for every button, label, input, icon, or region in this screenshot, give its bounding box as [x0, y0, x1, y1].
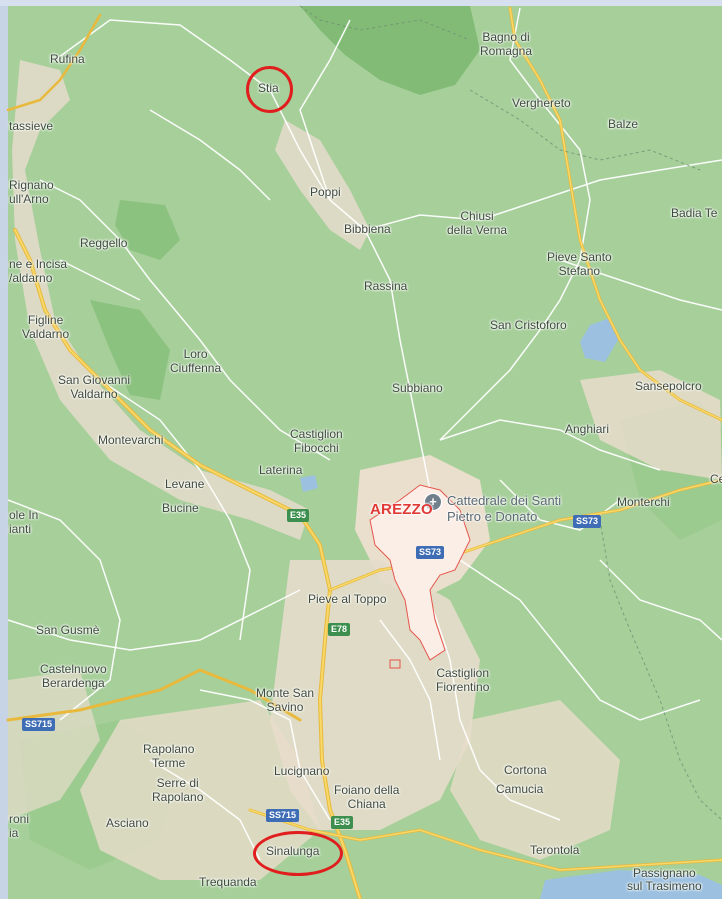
road-shield-ss73-east: SS73 — [573, 515, 602, 528]
label-balze: Balze — [608, 117, 639, 131]
arezzo-block — [389, 659, 401, 669]
label-lucignano: Lucignano — [274, 764, 330, 778]
small-lake — [300, 475, 318, 492]
boundaries — [299, 5, 722, 821]
road-shield-e78: E78 — [328, 623, 351, 636]
forest-pratomagno — [115, 200, 180, 260]
label-castiglion-fibocchi: Castiglion Fibocchi — [290, 427, 343, 455]
label-anghiari: Anghiari — [565, 422, 610, 436]
road-shield-ss715-west: SS715 — [22, 718, 56, 731]
label-incisa: ne e Incisa /aldarno — [9, 257, 68, 285]
label-bucine: Bucine — [162, 501, 199, 515]
label-pieve-al-toppo: Pieve al Toppo — [308, 592, 387, 606]
label-san-cristoforo: San Cristoforo — [490, 318, 567, 332]
label-loro-ciuffenna: Loro Ciuffenna — [170, 347, 222, 375]
road-shield-e35-north: E35 — [287, 509, 310, 522]
label-poppi: Poppi — [310, 185, 341, 199]
label-verghereto: Verghereto — [512, 96, 571, 110]
label-rufina: Rufina — [50, 52, 85, 66]
label-trequanda: Trequanda — [199, 875, 257, 889]
label-montevarchi: Montevarchi — [98, 433, 164, 447]
road-shield-e35-south: E35 — [331, 816, 354, 829]
label-sansepolcro: Sansepolcro — [635, 379, 702, 393]
label-reggello: Reggello — [80, 236, 128, 250]
label-cortona: Cortona — [504, 763, 547, 777]
sansepolcro-urban — [580, 370, 722, 480]
highlight-circle-sinalunga — [253, 831, 343, 876]
casentino-urban — [275, 120, 370, 250]
lake-montedoglio — [580, 318, 618, 362]
label-san-giovanni-valdarno: San Giovanni Valdarno — [58, 373, 131, 401]
label-cattedrale[interactable]: Cattedrale dei Santi Pietro e Donato — [447, 493, 562, 524]
label-rignano: Rignano ull'Arno — [9, 178, 54, 206]
label-serre-di-rapolano: Serre di Rapolano — [152, 776, 204, 804]
frame-strip — [0, 0, 8, 899]
forest-loro — [90, 300, 170, 400]
label-figline: Figline Valdarno — [22, 313, 70, 341]
label-bibbiena: Bibbiena — [344, 222, 391, 236]
highlight-circle-stia — [246, 66, 293, 113]
label-castelnuovo-berardenga: Castelnuovo Berardenga — [40, 662, 107, 690]
road-shield-ss73-arezzo: SS73 — [416, 546, 445, 559]
label-asciano: Asciano — [106, 816, 149, 830]
label-rassina: Rassina — [364, 279, 408, 293]
label-ce: Ce — [710, 472, 722, 486]
lake-trasimeno — [540, 870, 722, 899]
label-pieve-santo-stefano: Pieve Santo Stefano — [547, 250, 612, 278]
road-shield-ss715-south: SS715 — [266, 809, 300, 822]
label-castiglion-fiorentino: Castiglion Fiorentino — [436, 666, 490, 694]
label-rapolano-terme: Rapolano Terme — [143, 742, 195, 770]
minor-roads — [7, 7, 722, 861]
highway-ss715 — [6, 668, 302, 722]
highway-e78-inner — [329, 479, 722, 591]
label-foiano-della-chiana: Foiano della Chiana — [334, 783, 400, 811]
label-bagno-di-romagna: Bagno di Romagna — [480, 30, 533, 58]
southwest-urban — [8, 670, 100, 820]
highway-sp — [6, 13, 102, 112]
poi-pin-icon[interactable]: + — [424, 493, 442, 511]
label-pontassieve: tassieve — [9, 119, 54, 133]
label-camucia: Camucia — [496, 782, 544, 796]
label-buonconvento: roni ia — [9, 812, 30, 840]
label-arezzo: AREZZO — [370, 501, 433, 518]
label-chiusi-della-verna: Chiusi della Verna — [447, 209, 508, 237]
arezzo-boundary — [369, 484, 471, 661]
label-passignano: Passignano sul Trasimeno — [627, 866, 702, 893]
label-monterchi: Monterchi — [617, 495, 670, 509]
highway-e45-inner — [509, 7, 722, 421]
label-san-gusme: San Gusmè — [36, 623, 100, 637]
frame-top — [0, 0, 722, 6]
label-badia-tedalda: Badia Te — [671, 206, 718, 220]
highway-ss73-inner — [249, 809, 722, 871]
label-terontola: Terontola — [530, 843, 580, 857]
label-monte-san-savino: Monte San Savino — [256, 686, 315, 714]
label-laterina: Laterina — [259, 463, 303, 477]
cortona-urban — [450, 700, 620, 860]
label-subbiano: Subbiano — [392, 381, 443, 395]
valdarno-urban — [12, 60, 310, 540]
label-levane: Levane — [165, 477, 205, 491]
forest-casentino — [300, 6, 480, 95]
label-gaiole: ole In ianti — [9, 508, 39, 536]
